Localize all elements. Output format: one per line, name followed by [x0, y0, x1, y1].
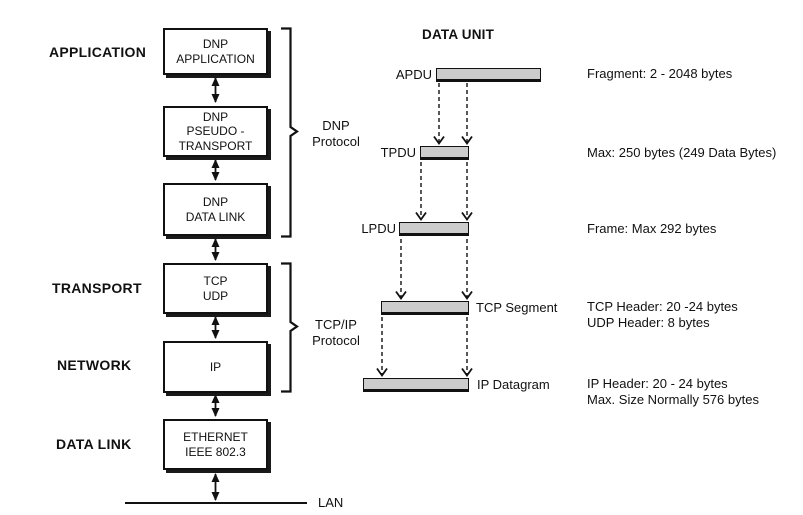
lpdu-label: LPDU	[361, 221, 396, 236]
ip-datagram-label: IP Datagram	[477, 377, 550, 392]
tcp-segment-bar	[381, 301, 469, 315]
tpdu-bar	[420, 146, 469, 160]
lpdu-size-annotation: Frame: Max 292 bytes	[587, 221, 717, 236]
dnp-protocol-label: DNP Protocol	[312, 118, 360, 149]
tcpip-protocol-bracket	[281, 262, 299, 393]
ip-datagram-size-annotation: IP Header: 20 - 24 bytes Max. Size Norma…	[587, 376, 759, 407]
tcp-segment-label: TCP Segment	[476, 300, 558, 315]
tpdu-label: TPDU	[380, 145, 416, 160]
apdu-bar	[436, 68, 541, 82]
apdu-size-annotation: Fragment: 2 - 2048 bytes	[587, 66, 733, 81]
stack-box-ethernet: ETHERNET IEEE 802.3	[163, 419, 268, 470]
layer-label-application: APPLICATION	[49, 44, 147, 60]
stack-box-dnp-application: DNP APPLICATION	[163, 28, 268, 75]
apdu-label: APDU	[395, 67, 432, 82]
dnp-protocol-bracket	[281, 27, 299, 238]
stack-box-dnp-pseudo-transport: DNP PSEUDO - TRANSPORT	[163, 106, 268, 157]
lan-label: LAN	[318, 495, 344, 510]
layer-label-network: NETWORK	[57, 357, 132, 373]
layer-label-transport: TRANSPORT	[52, 280, 142, 296]
lpdu-bar	[399, 222, 469, 236]
stack-box-ip: IP	[163, 341, 268, 393]
stack-box-tcp-udp: TCP UDP	[163, 263, 268, 314]
data-unit-title: DATA UNIT	[422, 27, 495, 42]
layer-label-data-link: DATA LINK	[56, 436, 132, 452]
tpdu-size-annotation: Max: 250 bytes (249 Data Bytes)	[587, 145, 777, 160]
tcp-segment-size-annotation: TCP Header: 20 -24 bytes UDP Header: 8 b…	[587, 299, 738, 330]
ip-datagram-bar	[363, 378, 469, 392]
tcpip-protocol-label: TCP/IP Protocol	[312, 317, 360, 348]
stack-box-dnp-data-link: DNP DATA LINK	[163, 183, 268, 236]
